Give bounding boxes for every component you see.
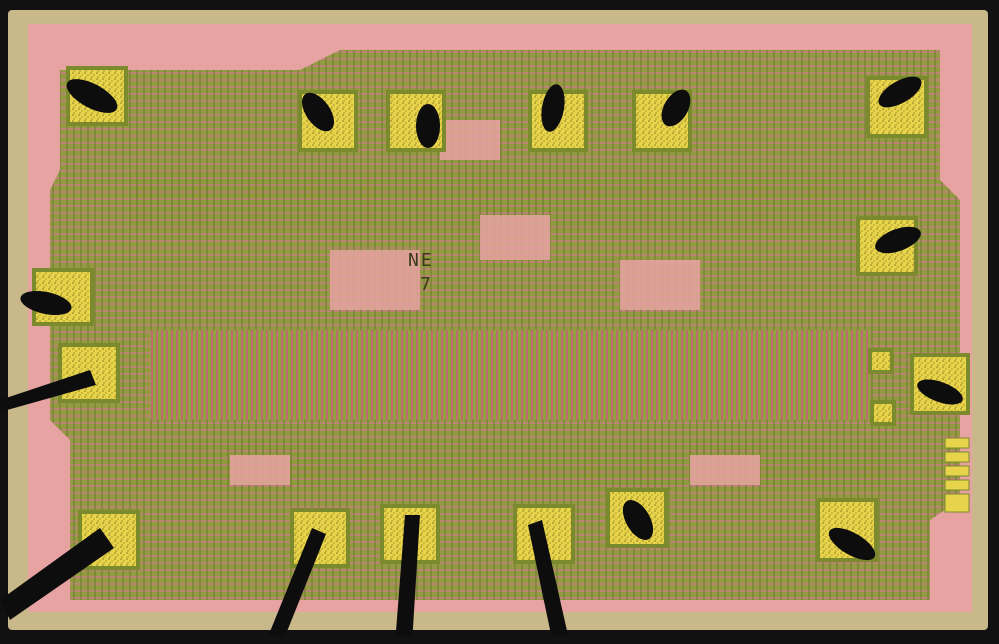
die-marking-line2: 7 xyxy=(420,274,433,295)
bond-pad xyxy=(868,348,894,374)
test-structure xyxy=(944,437,970,513)
bond-pad xyxy=(290,508,350,568)
diffusion-blocks xyxy=(230,120,760,485)
bond-wires xyxy=(0,76,963,644)
die-marking-line1: NE xyxy=(408,250,434,271)
transistor-array xyxy=(150,330,870,420)
bond-pad xyxy=(870,400,896,426)
